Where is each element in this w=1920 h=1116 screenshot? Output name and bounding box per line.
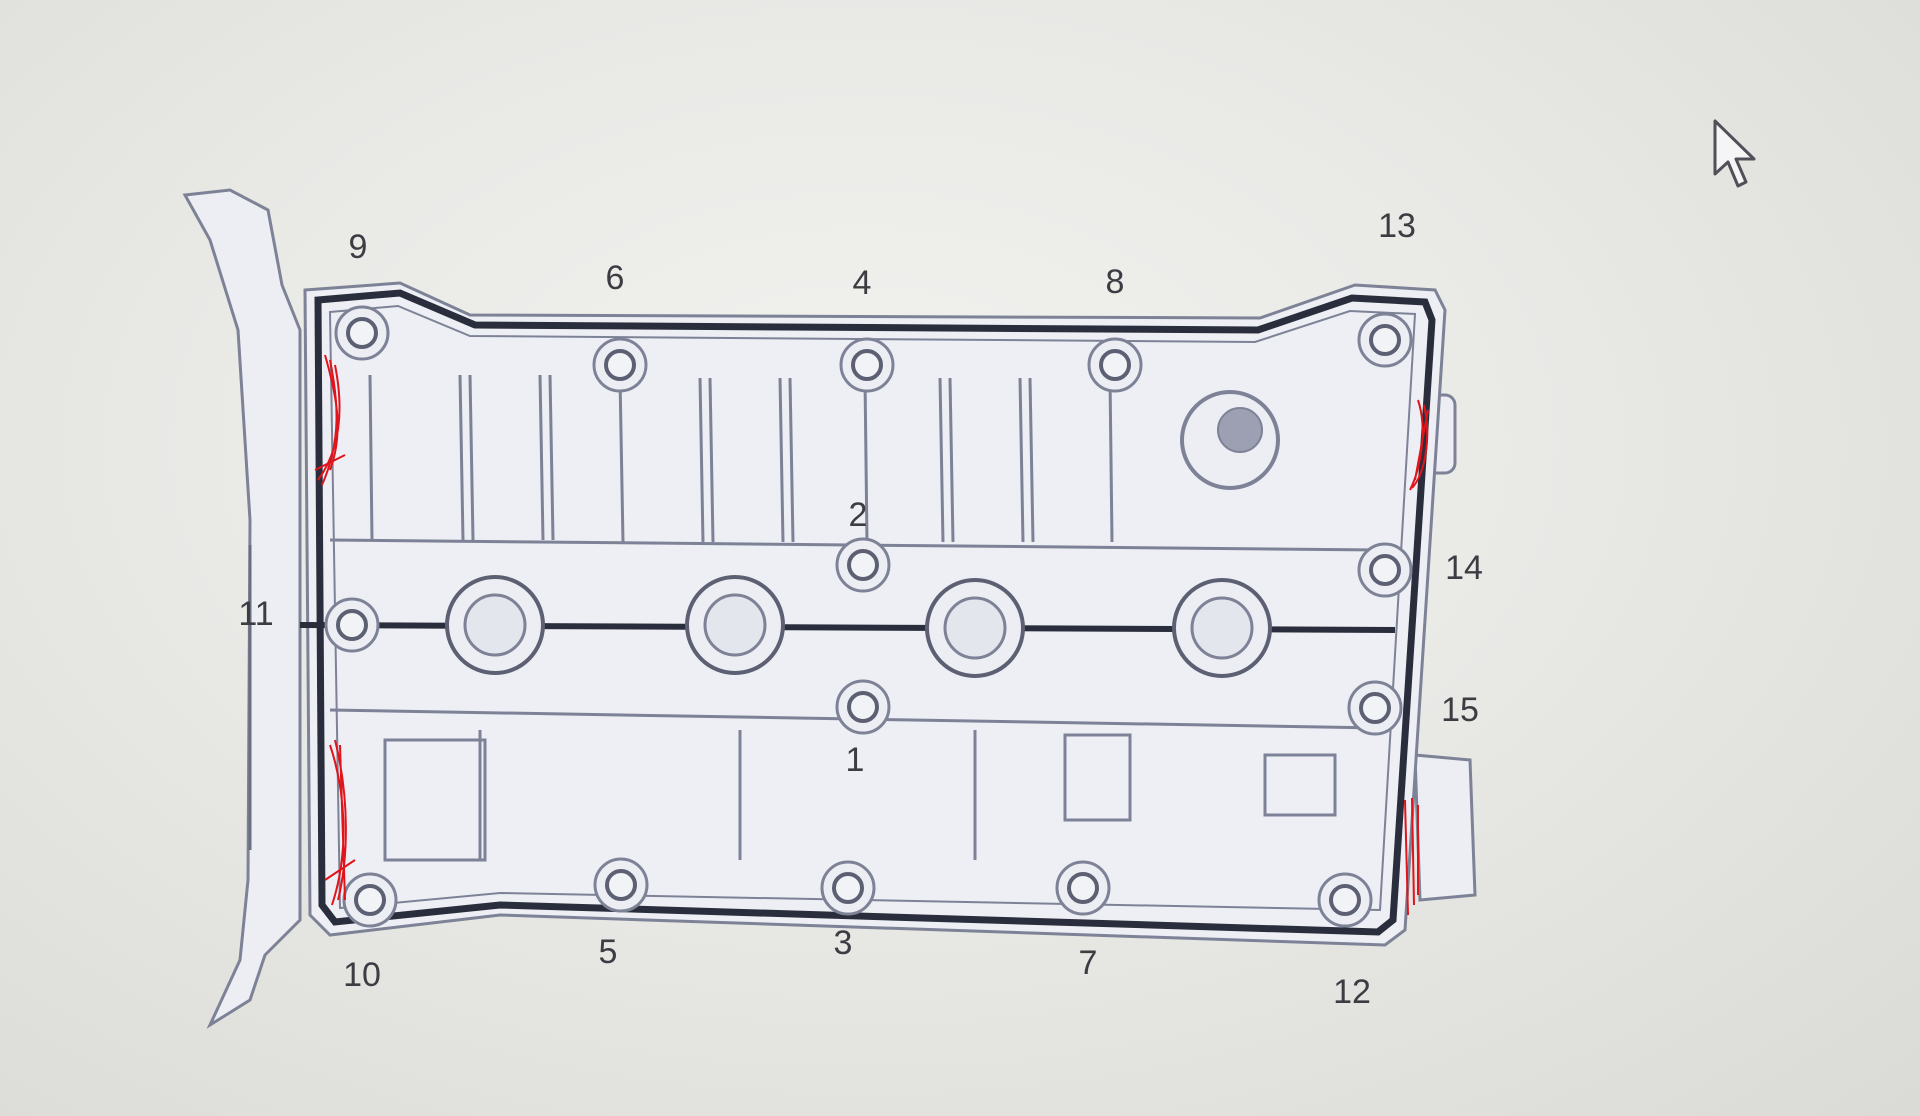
- lower-baffles: [383, 730, 1337, 862]
- bolt-6: [604, 349, 636, 381]
- red-mark-top-left: [314, 354, 346, 486]
- bolt-label-9: 9: [348, 228, 368, 266]
- red-mark-bottom-left: [324, 739, 356, 906]
- bolt-4: [851, 349, 883, 381]
- bolt-15: [1359, 692, 1391, 724]
- red-mark-top-right: [1409, 399, 1429, 491]
- bolt-label-13: 13: [1378, 207, 1416, 245]
- bolt-label-15: 15: [1441, 691, 1479, 729]
- bolt-7: [1067, 872, 1099, 904]
- bolt-10: [354, 884, 386, 916]
- gasket: [314, 289, 1436, 936]
- bolt-label-10: 10: [343, 956, 381, 994]
- bolt-9: [346, 317, 378, 349]
- bolt-label-14: 14: [1445, 549, 1483, 587]
- bolt-14: [1369, 554, 1401, 586]
- bolt-8: [1099, 349, 1131, 381]
- bolt-label-2: 2: [848, 496, 868, 534]
- bolt-label-1: 1: [845, 741, 865, 779]
- bolt-label-11: 11: [238, 595, 274, 633]
- upper-ribs: [329, 374, 1381, 730]
- bolt-label-3: 3: [833, 924, 853, 962]
- bolt-label-5: 5: [598, 933, 618, 971]
- bolt-label-8: 8: [1105, 263, 1125, 301]
- bolt-label-6: 6: [605, 259, 625, 297]
- bolt-12: [1329, 884, 1361, 916]
- red-mark-bottom-right: [1404, 797, 1419, 916]
- mouse-pointer-icon: [1713, 119, 1756, 188]
- bolt-5: [605, 869, 637, 901]
- red-markings: [314, 354, 1429, 916]
- bolt-3: [832, 872, 864, 904]
- bolt-label-4: 4: [852, 264, 872, 302]
- bolt-11: [336, 609, 368, 641]
- cover-outline: [303, 281, 1447, 947]
- bolt-2: [847, 549, 879, 581]
- bolt-13: [1369, 324, 1401, 356]
- bolt-label-12: 12: [1333, 973, 1371, 1011]
- bolt-1: [847, 691, 879, 723]
- left-bracket: [182, 188, 302, 1029]
- right-tab: [1413, 753, 1477, 902]
- bolt-label-7: 7: [1078, 944, 1098, 982]
- plug-bores: [445, 575, 1272, 678]
- gasket-inner: [328, 304, 1417, 912]
